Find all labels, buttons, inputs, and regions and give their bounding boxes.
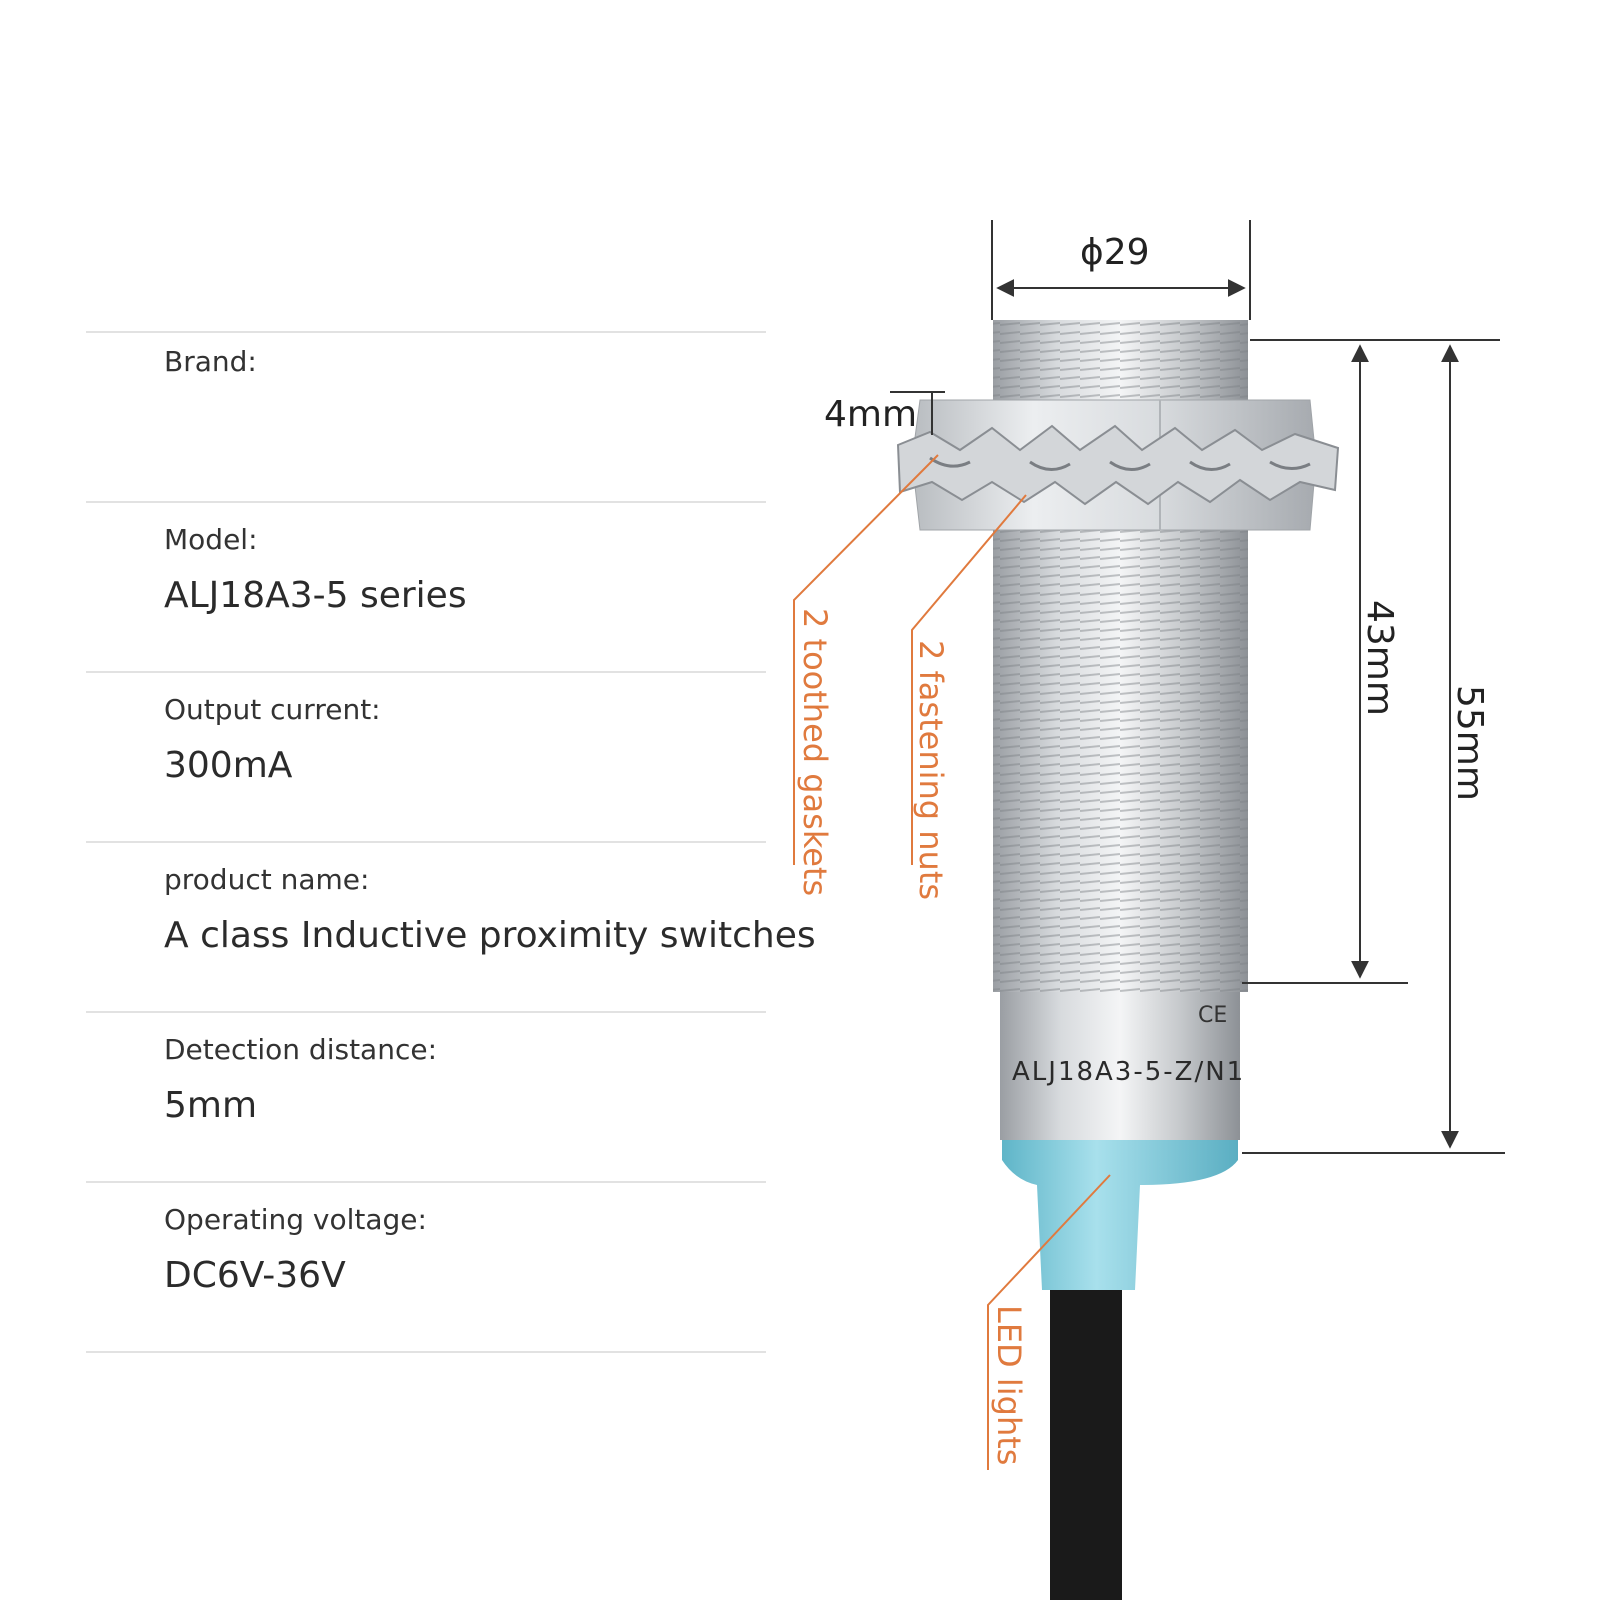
sensor-drawing: CE ALJ18A3-5-Z/N1 ϕ29 4mm 43mm 55mm 2 to… — [793, 220, 1505, 1600]
spec-label: Output current: — [164, 693, 381, 726]
nuts-leader-line — [911, 494, 1027, 865]
gaskets-callout: 2 toothed gaskets — [796, 608, 834, 896]
total-length-label: 55mm — [1449, 685, 1490, 801]
led-callout: LED lights — [990, 1305, 1028, 1465]
spec-value: ALJ18A3-5 series — [164, 575, 467, 616]
spec-label: Brand: — [164, 345, 257, 378]
spec-row-brand: Brand: — [86, 331, 766, 501]
diameter-label: ϕ29 — [1080, 232, 1150, 273]
spec-value: A class Inductive proximity switches — [164, 915, 816, 956]
sensor-diagram: CE ALJ18A3-5-Z/N1 ϕ29 4mm 43mm 55mm 2 to… — [780, 200, 1580, 1600]
spec-value: 5mm — [164, 1085, 258, 1126]
spec-row-operating-voltage: Operating voltage: DC6V-36V — [86, 1181, 766, 1353]
nuts-callout: 2 fastening nuts — [912, 640, 950, 900]
spec-value: 300mA — [164, 745, 293, 786]
sensor-end-housing — [1000, 990, 1240, 1140]
gaskets-leader-line — [793, 454, 939, 865]
spec-label: Detection distance: — [164, 1033, 437, 1066]
sensor-model-print: ALJ18A3-5-Z/N1 — [1012, 1057, 1245, 1087]
spec-label: Operating voltage: — [164, 1203, 427, 1236]
spec-value: DC6V-36V — [164, 1255, 346, 1296]
spec-row-product-name: product name: A class Inductive proximit… — [86, 841, 816, 1011]
spec-label: Model: — [164, 523, 258, 556]
spec-row-output-current: Output current: 300mA — [86, 671, 766, 841]
nut-thickness-label: 4mm — [824, 394, 917, 435]
thread-length-label: 43mm — [1359, 600, 1400, 716]
led-leader-line — [987, 1174, 1111, 1470]
spec-label: product name: — [164, 863, 370, 896]
cable — [1050, 1285, 1122, 1600]
spec-table: Brand: Model: ALJ18A3-5 series Output cu… — [86, 331, 816, 1353]
spec-row-detection-distance: Detection distance: 5mm — [86, 1011, 766, 1181]
led-cap — [1002, 1135, 1238, 1290]
spec-row-model: Model: ALJ18A3-5 series — [86, 501, 766, 671]
ce-mark: CE — [1198, 1003, 1227, 1028]
